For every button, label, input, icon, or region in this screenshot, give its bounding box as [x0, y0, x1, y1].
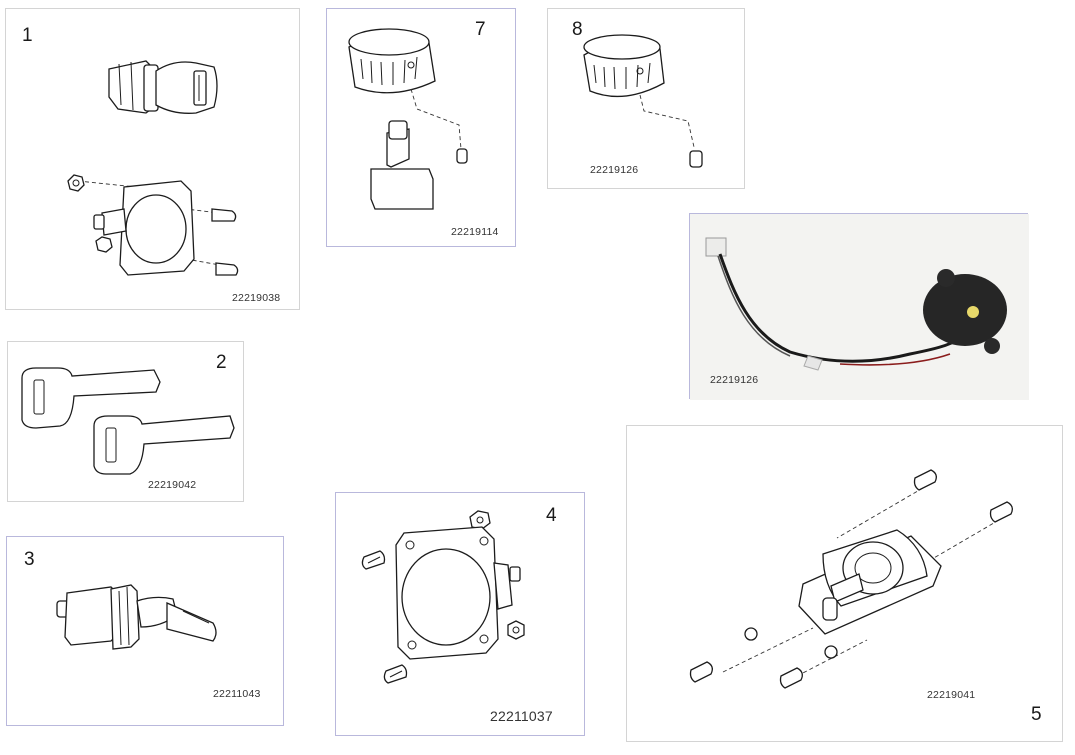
- part-panel-4[interactable]: 4 22211037: [335, 492, 585, 736]
- part-number: 2: [216, 352, 227, 373]
- part-panel-1[interactable]: 1 22219038: [5, 8, 300, 310]
- part-code: 22219042: [148, 479, 197, 491]
- part-code: 22219114: [451, 226, 499, 238]
- part-panel-7[interactable]: 8 22219126: [547, 8, 745, 189]
- key-switch-assembly-icon: [67, 60, 239, 276]
- part-number: 3: [24, 549, 35, 570]
- part-panel-6[interactable]: 7 22219114: [326, 8, 516, 247]
- part-panel-5[interactable]: 5 22219041: [626, 425, 1063, 742]
- potentiometer-icon: [689, 469, 1013, 689]
- part-code: 22219041: [927, 689, 976, 701]
- key-switch-icon: [56, 584, 217, 650]
- part-code: 22219038: [232, 292, 281, 304]
- switch-housing-icon: [361, 510, 525, 684]
- part-panel-8[interactable]: 8 22219126: [689, 213, 1029, 400]
- part-number: 7: [475, 19, 486, 40]
- knob-icon: [583, 34, 703, 168]
- part-number: 8: [572, 19, 583, 40]
- part-number: 4: [546, 505, 557, 526]
- part-number: 5: [1031, 704, 1042, 725]
- part-code: 22211043: [213, 688, 261, 700]
- knob-with-shaft-icon: [348, 28, 468, 210]
- part-panel-2[interactable]: 2 22219042: [7, 341, 244, 502]
- part-code: 22219126: [590, 164, 639, 176]
- buzzer-photo-icon: [690, 214, 1029, 400]
- part-panel-3[interactable]: 3 22211043: [6, 536, 284, 726]
- part-code: 22211037: [490, 708, 553, 724]
- keys-icon: [21, 367, 235, 475]
- part-code: 22219126: [710, 374, 759, 386]
- part-number: 1: [22, 25, 33, 46]
